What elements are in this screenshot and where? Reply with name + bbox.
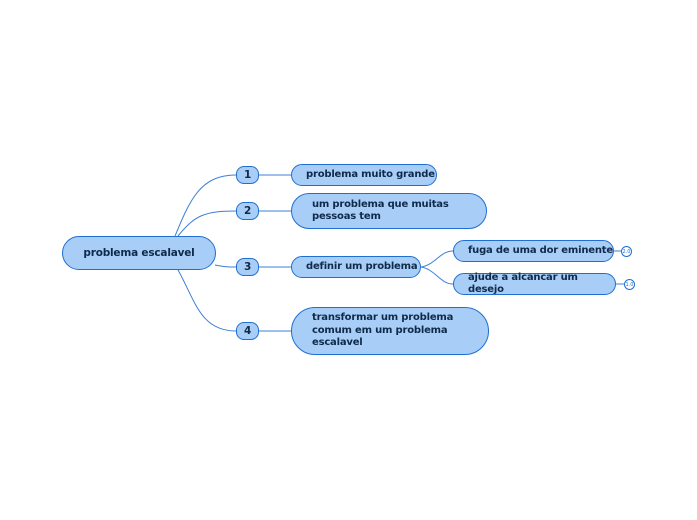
expand-collapsed-icon[interactable]: 1.0 <box>624 279 635 290</box>
branch-3-child-2-collapsed-count: 1.0 <box>625 281 634 288</box>
connector-root-2 <box>177 210 237 237</box>
branch-1-node[interactable]: problema muito grande <box>291 164 437 186</box>
expand-collapsed-icon[interactable]: 2.0 <box>621 246 632 257</box>
branch-3-child-1-node[interactable]: fuga de uma dor eminente <box>453 240 614 262</box>
branch-3-child-1-collapsed-count: 2.0 <box>622 248 631 255</box>
branch-2-label: um problema que muitas pessoas tem <box>312 198 449 223</box>
branch-3-child-2-label: ajude a alcancar um desejo <box>468 271 578 296</box>
branch-4-number[interactable]: 4 <box>236 322 259 340</box>
connector-3-child-1 <box>420 250 454 268</box>
connector-root-4 <box>177 269 237 332</box>
branch-2-number-text: 2 <box>243 205 252 217</box>
connector-root-1 <box>174 174 237 237</box>
branch-3-number-text: 3 <box>243 261 252 273</box>
branch-3-label: definir um problema <box>306 260 418 272</box>
branch-3-child-1-label: fuga de uma dor eminente <box>468 244 613 256</box>
branch-4-label: transformar um problema comum em um prob… <box>312 312 454 349</box>
branch-1-number[interactable]: 1 <box>236 166 259 184</box>
branch-4-number-text: 4 <box>243 325 252 337</box>
branch-2-node[interactable]: um problema que muitas pessoas tem <box>291 193 487 229</box>
root-label: problema escalavel <box>83 247 195 259</box>
connector-root-3 <box>214 264 237 268</box>
root-node[interactable]: problema escalavel <box>62 236 216 270</box>
branch-1-number-text: 1 <box>243 169 252 181</box>
branch-3-number[interactable]: 3 <box>236 258 259 276</box>
branch-2-number[interactable]: 2 <box>236 202 259 220</box>
branch-4-node[interactable]: transformar um problema comum em um prob… <box>291 307 489 355</box>
connector-3-child-2 <box>420 266 454 285</box>
branch-1-label: problema muito grande <box>306 168 435 180</box>
branch-3-node[interactable]: definir um problema <box>291 256 421 278</box>
branch-3-child-2-node[interactable]: ajude a alcancar um desejo <box>453 271 616 296</box>
